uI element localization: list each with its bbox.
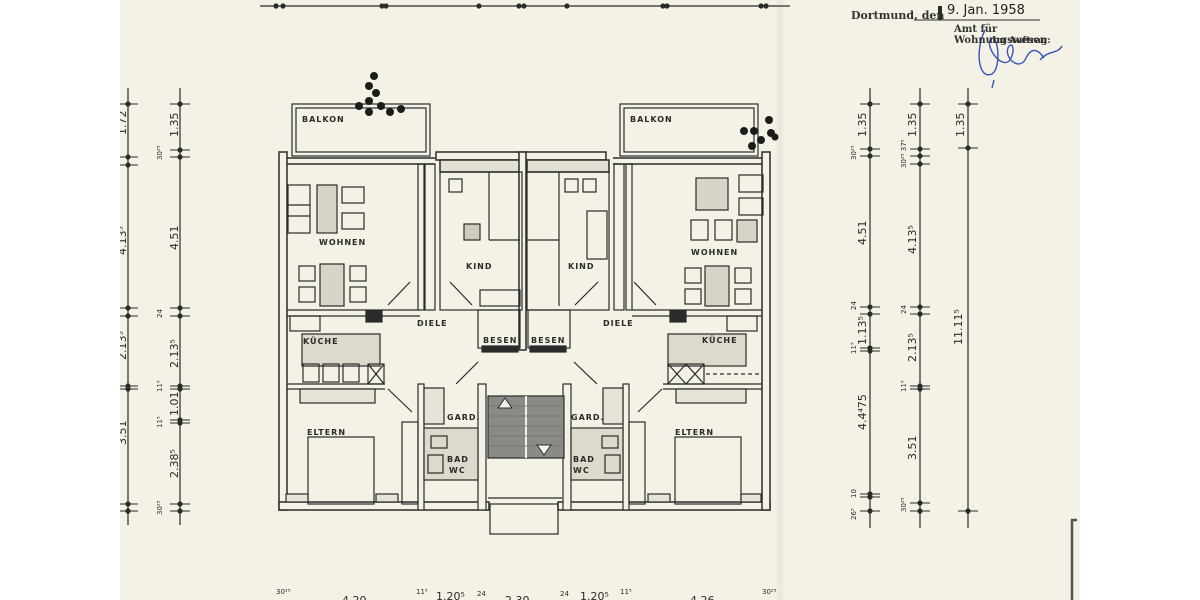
dim-left-outer-2: 4.13⁵ xyxy=(120,226,129,255)
dim-right-col2-1-note: 30²⁵ 37⁵ xyxy=(900,139,908,168)
dim-left-inner-1: 1.35 xyxy=(168,113,181,138)
dim-right-col1-1: 1.35 xyxy=(856,113,869,138)
dim-right-col2-4-note: 30²⁵ xyxy=(900,497,908,512)
dim-right-col2-3: 2.13⁵ xyxy=(906,333,919,362)
dim-bottom-note-2: 11⁵ xyxy=(416,588,428,596)
dim-bottom-value-1: 4.20 xyxy=(342,594,367,600)
dim-right-col1-5-note: 26⁵ xyxy=(850,508,858,520)
dim-left-inner-5: 2.38⁵ xyxy=(168,449,181,478)
dim-bottom-note-4: 24 xyxy=(560,590,569,598)
dim-bottom-note-1: 30²⁵ xyxy=(276,588,291,596)
dim-right-col3-1: 1.35 xyxy=(954,113,967,138)
room-label-wohnen-right: WOHNEN xyxy=(691,248,738,257)
triangle-down-icon xyxy=(536,444,552,456)
room-label-besen-right: BESEN xyxy=(531,336,565,345)
dim-right-col2-1: 1.35 xyxy=(906,113,919,138)
room-label-bad-right: BAD xyxy=(573,455,595,464)
page-margin-right xyxy=(1080,0,1200,600)
room-label-kueche-left: KÜCHE xyxy=(303,336,339,346)
room-label-bad-left: BAD xyxy=(447,455,469,464)
room-label-eltern-right: ELTERN xyxy=(675,428,714,437)
room-label-diele-left: DIELE xyxy=(417,319,448,328)
dim-right-col2-2: 4.13⁵ xyxy=(906,225,919,254)
room-label-wc-right: WC xyxy=(573,466,590,475)
dim-left-inner-4: 1.01 xyxy=(168,392,181,417)
room-label-diele-right: DIELE xyxy=(603,319,634,328)
dim-right-col1-3-note: 11⁵ xyxy=(850,342,858,354)
dim-bottom-value-3: 2.30 xyxy=(505,594,530,600)
dim-left-inner-4-note: 11⁵ xyxy=(156,416,164,428)
room-label-kueche-right: KÜCHE xyxy=(702,335,738,345)
dim-bottom-note-6: 30²⁵ xyxy=(762,588,777,596)
dim-bottom-note-5: 11⁵ xyxy=(620,588,632,596)
room-label-kind-left: KIND xyxy=(466,262,493,271)
dim-bottom-value-4: 1.20⁵ xyxy=(580,590,609,600)
room-label-wohnen-left: WOHNEN xyxy=(319,238,366,247)
dim-bottom-note-3: 24 xyxy=(477,590,486,598)
stamp-authority: Amt für Wohnungswesen xyxy=(954,24,1048,46)
room-label-balkon-left: BALKON xyxy=(302,115,345,124)
dim-left-inner-2: 4.51 xyxy=(168,226,181,251)
dim-right-col1-4-note: 10 xyxy=(850,489,858,498)
dim-right-col1-4: 4.4⁴75 xyxy=(856,394,869,430)
room-label-balkon-right: BALKON xyxy=(630,115,673,124)
stamp-signature-note: Im Auftrag: xyxy=(992,36,1051,46)
dim-left-inner-3: 2.13⁵ xyxy=(168,339,181,368)
stamp-place-label: Dortmund, den xyxy=(851,9,945,22)
dim-right-col2-2-note: 24 xyxy=(900,305,908,314)
dim-left-outer-4: 3.51 xyxy=(120,421,129,446)
dim-bottom-value-2: 1.20⁵ xyxy=(436,590,465,600)
dim-left-inner-2-note: 24 xyxy=(156,309,164,318)
dim-left-outer-1: 1.72 xyxy=(120,111,129,136)
room-label-gard-left: GARD. xyxy=(447,413,481,422)
dim-left-inner-1-note: 30²⁵ xyxy=(156,145,164,160)
paper-fold xyxy=(775,0,785,600)
stamp-date: 9. Jan. 1958 xyxy=(947,3,1025,18)
dim-right-col1-1-note: 30²⁵ xyxy=(850,145,858,160)
room-label-eltern-left: ELTERN xyxy=(307,428,346,437)
dim-right-col2-4: 3.51 xyxy=(906,436,919,461)
room-label-gard-right: GARD. xyxy=(571,413,605,422)
dim-right-col3-2: 11.11⁵ xyxy=(952,309,965,345)
dim-right-col1-2: 4.51 xyxy=(856,221,869,246)
triangle-up-icon xyxy=(497,397,513,409)
dim-right-col1-3: 1.13⁵ xyxy=(856,316,869,345)
floor-plan-sheet: BALKON WOHNEN KIND DIELE KÜCHE BESEN GAR… xyxy=(120,0,1080,600)
dim-bottom-value-5: 4.26 xyxy=(690,594,715,600)
dim-left-inner-5-note: 30²⁵ xyxy=(156,500,164,515)
dim-left-inner-3-note: 11⁵ xyxy=(156,380,164,392)
room-label-kind-right: KIND xyxy=(568,262,595,271)
room-label-besen-left: BESEN xyxy=(483,336,517,345)
dim-left-outer-3: 2.13⁵ xyxy=(120,331,129,360)
dim-right-col2-3-note: 11⁵ xyxy=(900,380,908,392)
room-label-wc-left: WC xyxy=(449,466,466,475)
floor-plan-drawing: BALKON WOHNEN KIND DIELE KÜCHE BESEN GAR… xyxy=(120,3,1077,600)
dim-right-col1-2-note: 24 xyxy=(850,301,858,310)
